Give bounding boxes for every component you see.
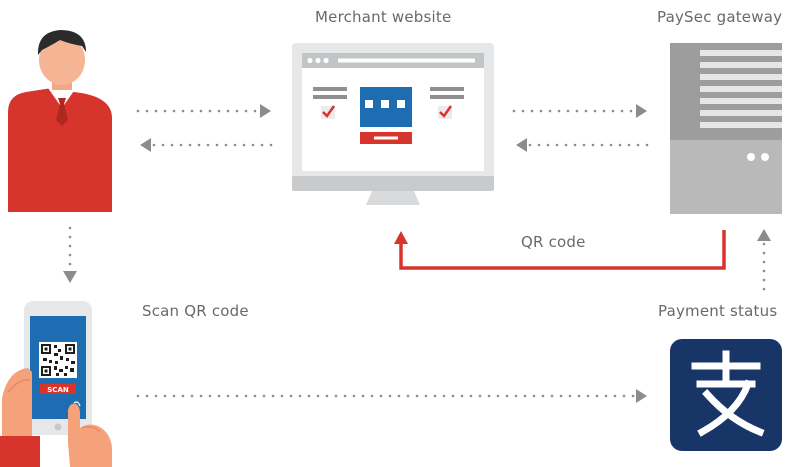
payment-app-to-gateway-arrow: [757, 229, 771, 292]
scan-qr-code-label: Scan QR code: [142, 302, 249, 320]
monitor-icon: [292, 43, 494, 205]
scan-button-text: SCAN: [47, 386, 69, 394]
phone-qr-icon: SCAN: [0, 301, 112, 467]
alipay-icon: [670, 339, 782, 451]
merchant-to-gateway-arrow: [512, 104, 647, 118]
qr-code-label: QR code: [521, 233, 586, 251]
gateway-to-merchant-arrow: [516, 138, 650, 152]
merchant-website-label: Merchant website: [315, 8, 452, 26]
customer-to-merchant-arrow: [136, 104, 271, 118]
paysec-gateway-label: PaySec gateway: [657, 8, 783, 26]
server-icon: [670, 43, 782, 214]
payment-status-label: Payment status: [658, 302, 778, 320]
person-icon: [8, 30, 112, 212]
phone-to-payment-app-arrow: [136, 389, 647, 403]
qr-code-arrow: [394, 230, 726, 270]
merchant-to-customer-arrow: [140, 138, 274, 152]
customer-to-phone-arrow: [63, 226, 77, 283]
